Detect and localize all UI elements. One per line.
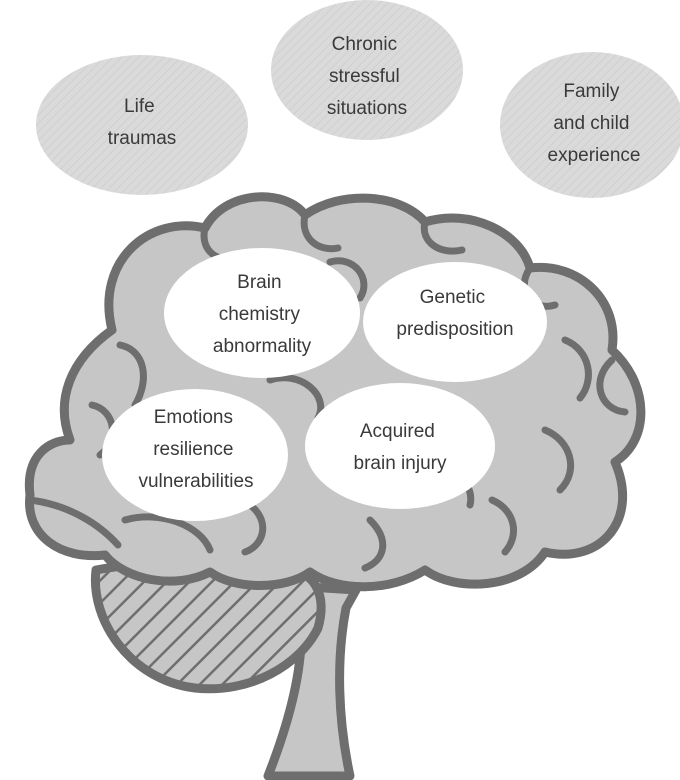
chronic-stress-line: situations xyxy=(327,98,407,119)
chronic-stress-line: stressful xyxy=(329,66,400,87)
emotions-line: Emotions xyxy=(154,407,233,428)
acquired-injury-bubble xyxy=(305,383,495,509)
family-experience-line: Family xyxy=(563,81,619,102)
acquired-injury-line: brain injury xyxy=(354,453,447,474)
brain-cerebrum xyxy=(29,197,641,587)
brain-chemistry-line: Brain xyxy=(237,272,281,293)
life-traumas-bubble xyxy=(36,55,248,195)
emotions-line: vulnerabilities xyxy=(138,471,253,492)
brain-chemistry-line: abnormality xyxy=(213,336,312,357)
chronic-stress-line: Chronic xyxy=(332,34,397,55)
emotions-line: resilience xyxy=(153,439,233,460)
genetic-line: Genetic xyxy=(420,287,485,308)
life-traumas-line: traumas xyxy=(108,128,177,149)
family-experience-line: and child xyxy=(553,113,629,134)
emotions-label: Emotions resilience vulnerabilities xyxy=(138,407,253,492)
family-experience-line: experience xyxy=(548,145,641,166)
genetic-line: predisposition xyxy=(396,319,513,340)
life-traumas-line: Life xyxy=(124,96,155,117)
acquired-injury-line: Acquired xyxy=(360,421,435,442)
chronic-stress-label: Chronic stressful situations xyxy=(327,34,407,119)
brain-chemistry-line: chemistry xyxy=(219,304,301,325)
